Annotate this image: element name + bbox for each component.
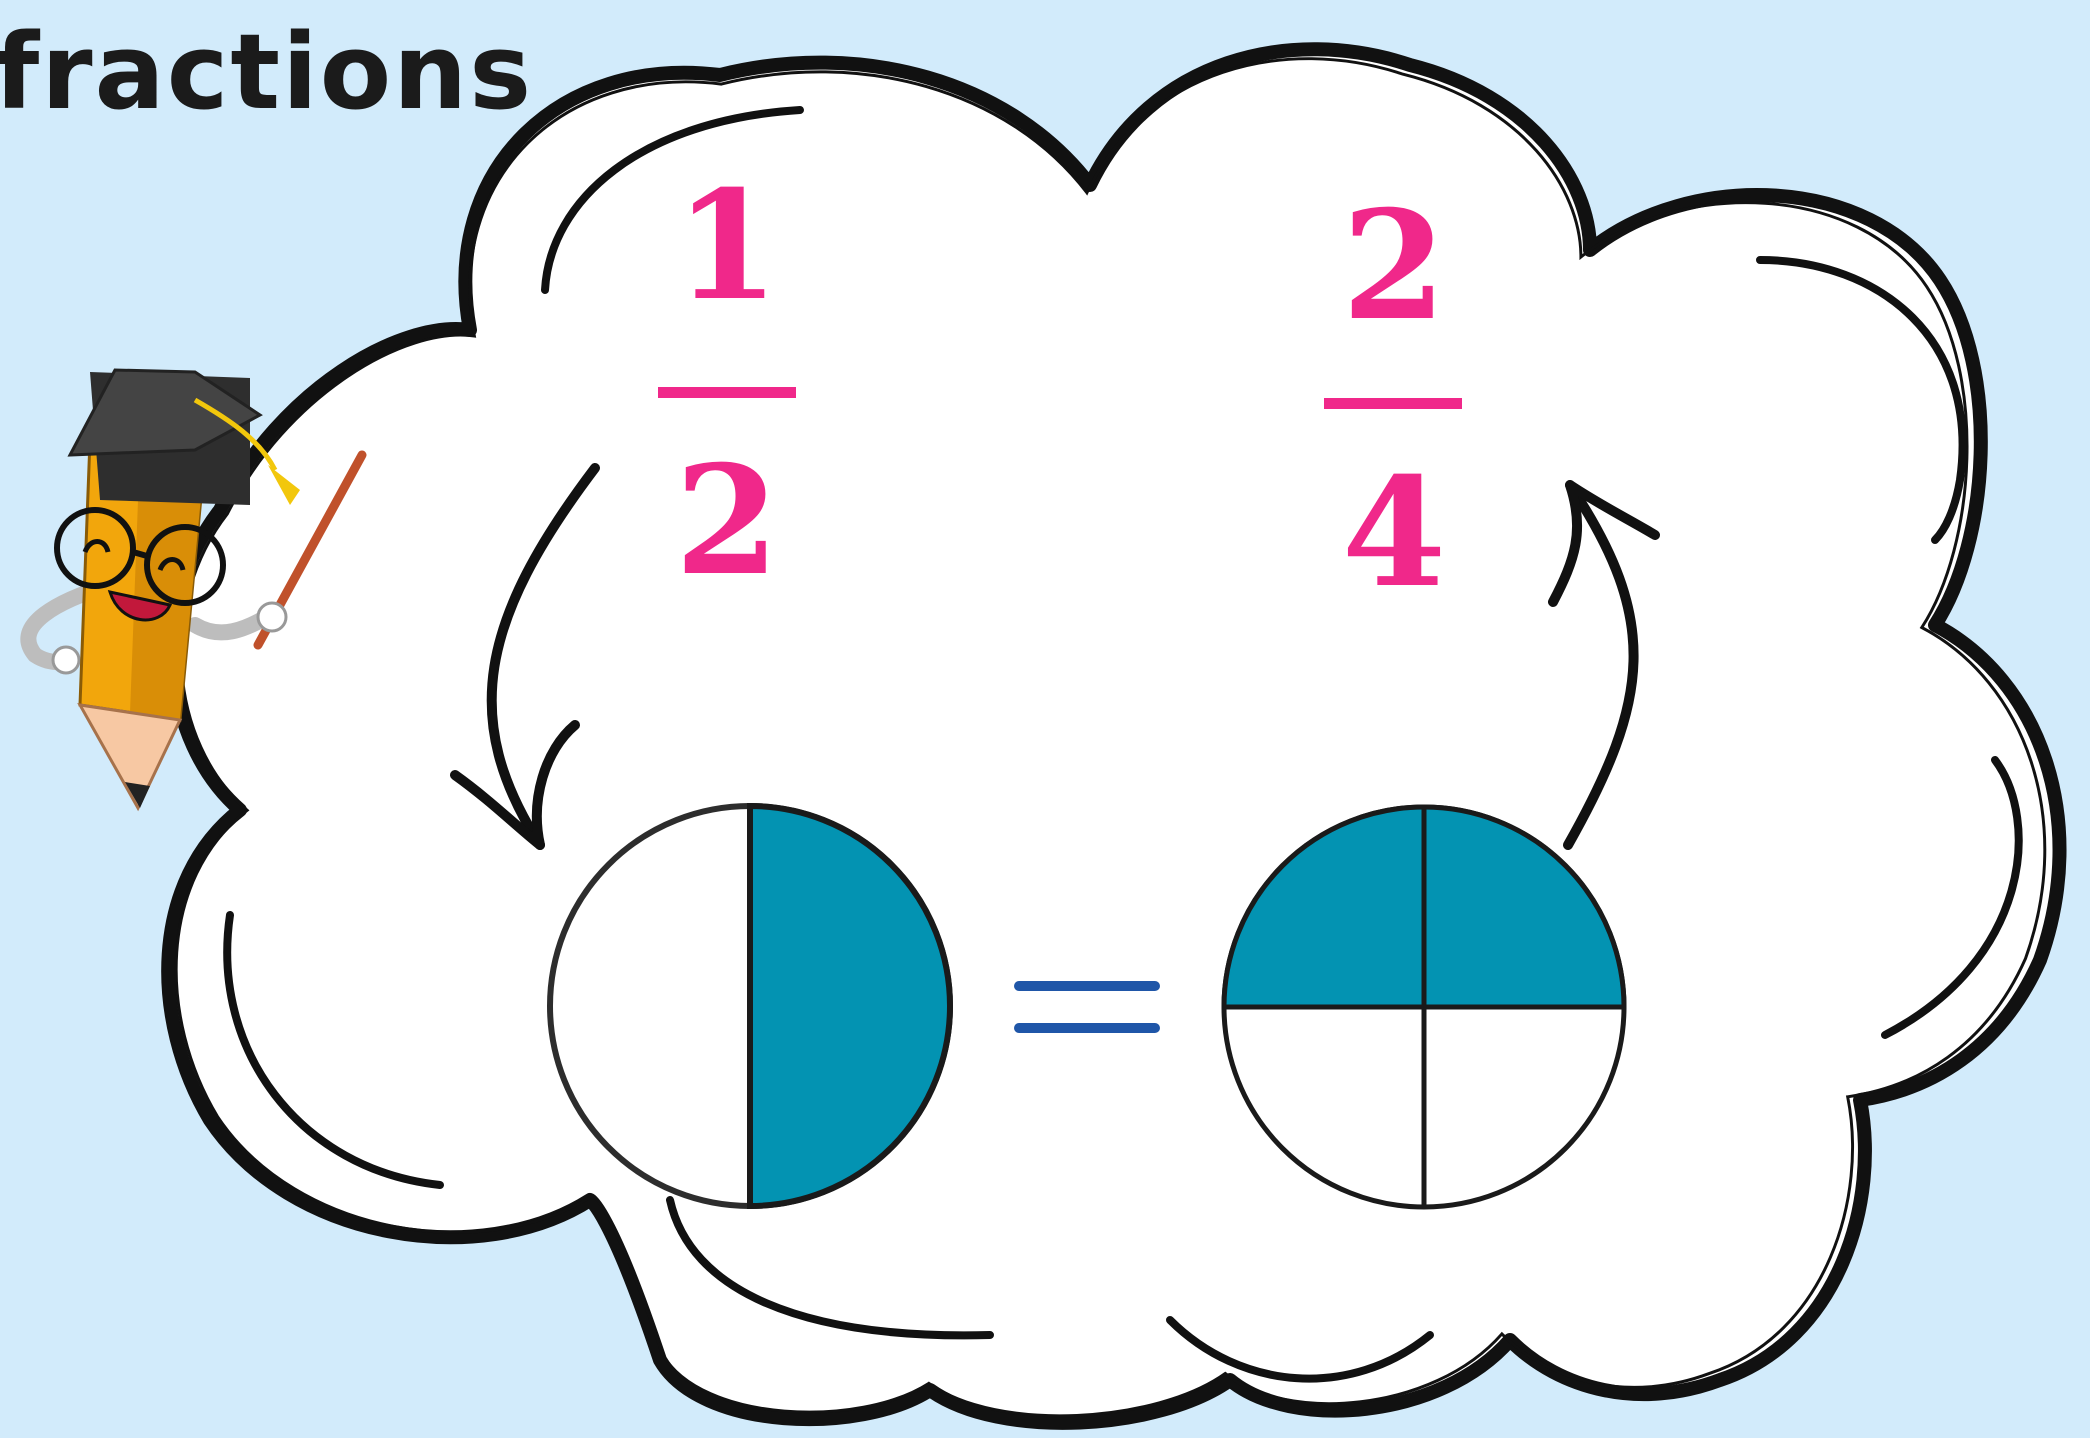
numerator-right: 2 [1342,178,1446,354]
equals-sign [1014,981,1160,1033]
fraction-one-half: 1 2 [658,158,796,609]
curved-arrow-icon [450,463,600,850]
numerator-left: 1 [675,158,779,334]
shaded-half [747,802,953,1210]
denominator-right: 4 [1342,445,1446,621]
quarter-model-circle [1221,804,1627,1210]
fraction-bar-left [658,387,796,398]
cloud-shape [161,42,2067,1430]
curved-arrow-icon [1548,480,1660,850]
fraction-bar-right [1324,398,1462,409]
page-title: fractions [0,11,534,133]
fraction-two-fourths: 2 4 [1324,178,1462,621]
denominator-left: 2 [675,433,779,609]
half-model-circle [547,802,953,1210]
pencil-teacher-icon [20,368,367,812]
